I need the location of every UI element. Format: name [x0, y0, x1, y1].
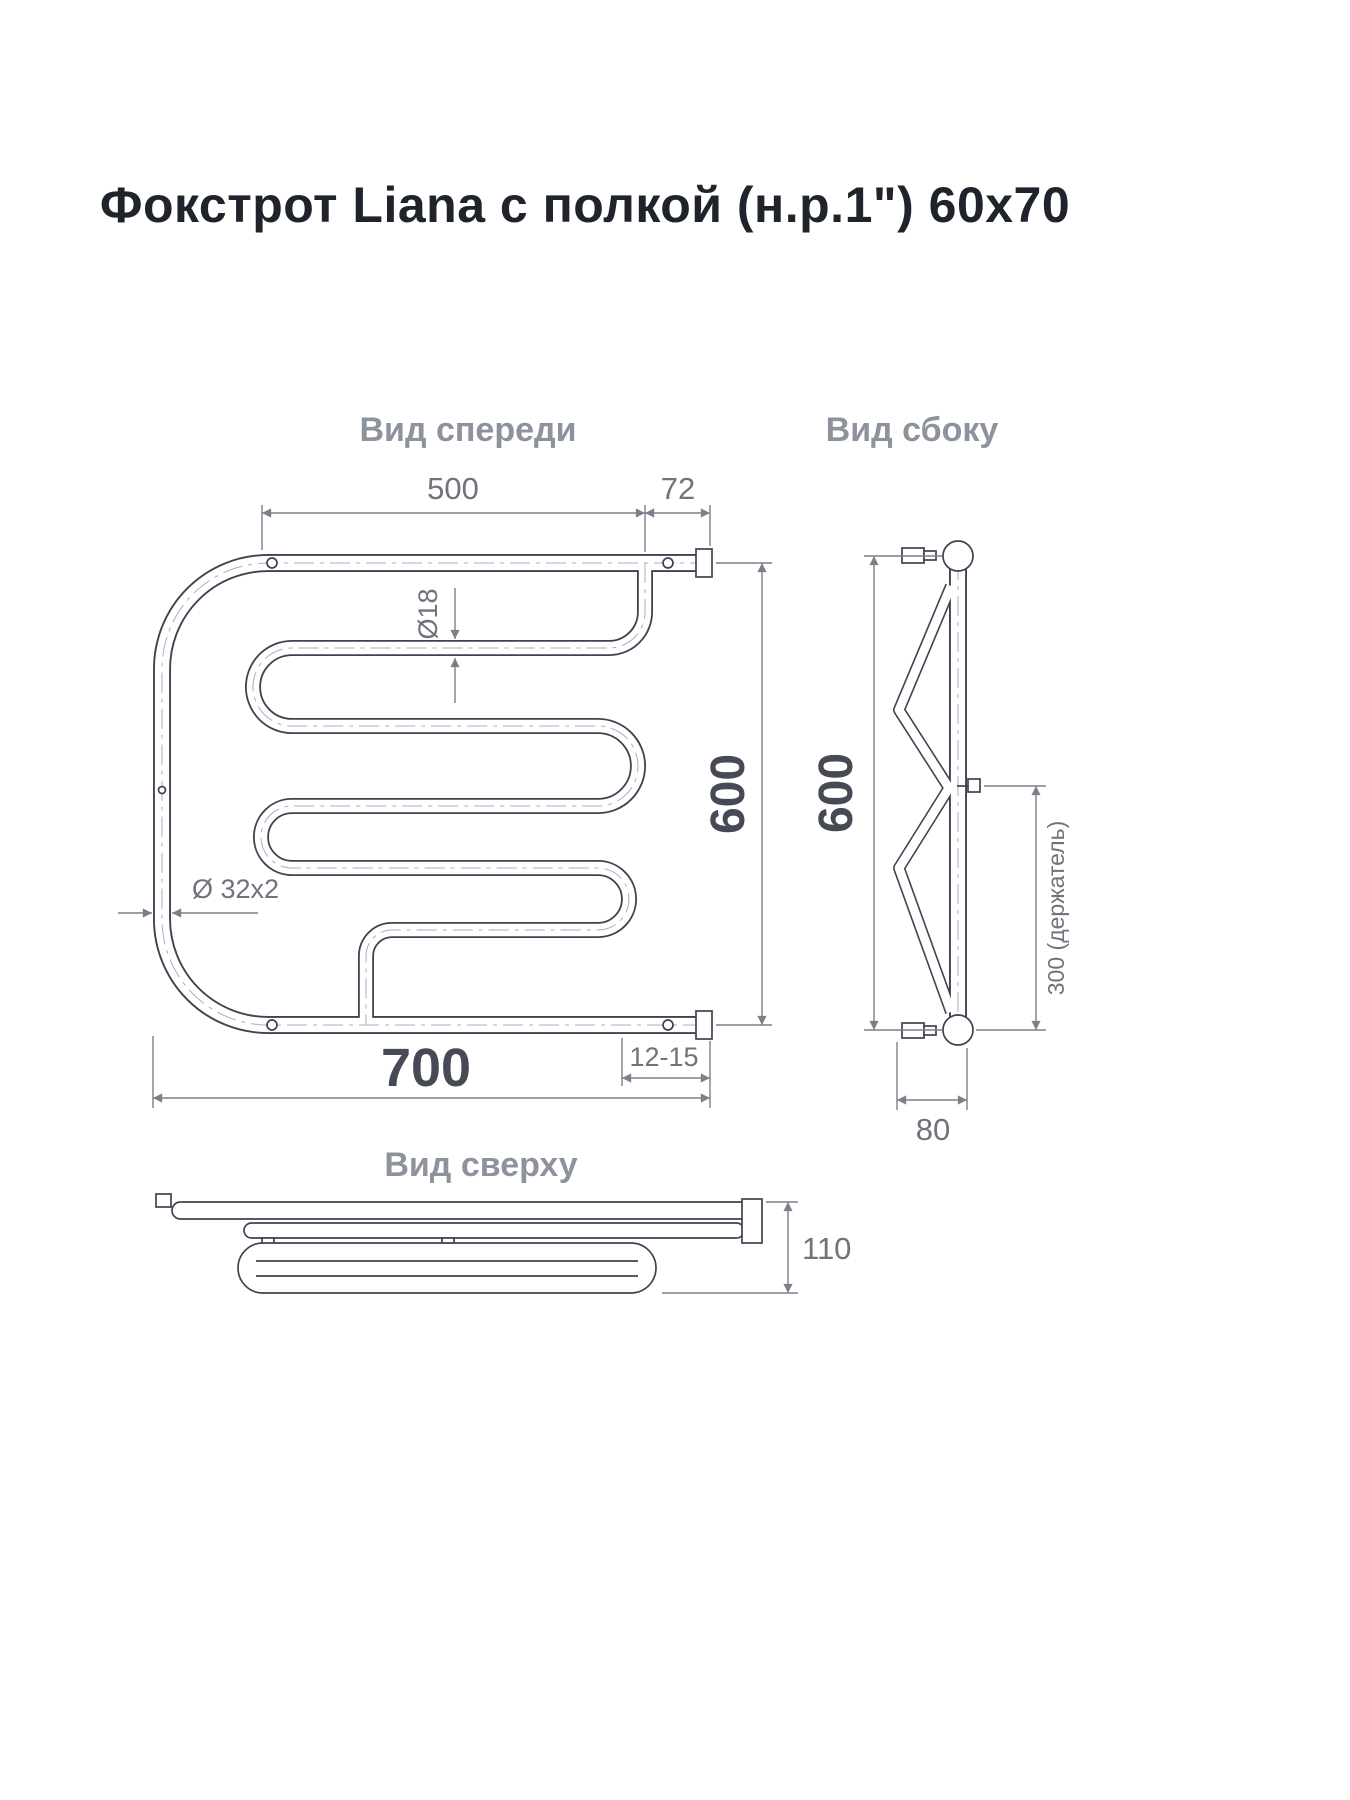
- dim-pipe-32: Ø 32x2: [192, 874, 279, 904]
- front-view-pipes: [157, 548, 713, 1040]
- side-view-label: Вид сбоку: [826, 411, 999, 449]
- side-view-dimensions: 600 300 (держатель) 80: [810, 555, 1069, 1147]
- weld-point: [157, 785, 167, 795]
- top-view: Вид сверху 110: [155, 1146, 851, 1294]
- top-rail-end-collar: [695, 548, 713, 578]
- top-rail-bar: [243, 1222, 745, 1239]
- bracket-pin: [662, 557, 674, 569]
- top-view-label: Вид сверху: [384, 1146, 577, 1184]
- top-view-dimensions: 110: [662, 1201, 851, 1294]
- dim-80: 80: [916, 1112, 950, 1147]
- serpentine-pipe-outline: [253, 563, 645, 1025]
- bracket-pin: [266, 1019, 278, 1031]
- top-view-pipes: [155, 1193, 763, 1294]
- dim-700: 700: [381, 1038, 471, 1098]
- side-view: Вид сбоку 600: [810, 411, 1069, 1147]
- dim-600-front: 600: [702, 754, 755, 834]
- shelf-bar: [171, 1201, 759, 1220]
- dim-pipe-18: Ø18: [413, 588, 443, 639]
- front-view-dimensions: 500 72 600 700 12-15 Ø18: [118, 471, 772, 1108]
- front-view-label: Вид спереди: [360, 411, 577, 449]
- dim-600-side: 600: [810, 753, 863, 833]
- serpentine-centerline: [252, 562, 646, 1026]
- bottom-rail-end-collar: [695, 1010, 713, 1040]
- rail-end-collar-top-view: [741, 1198, 763, 1244]
- dim-12-15: 12-15: [629, 1042, 698, 1072]
- shelf-bracket-left: [155, 1193, 172, 1208]
- serpentine-loop-outline: [237, 1242, 657, 1294]
- zigzag-pipe-fill: [899, 586, 951, 1012]
- bracket-pin: [266, 557, 278, 569]
- drawing-title: Фокстрот Liana с полкой (н.р.1") 60x70: [99, 177, 1071, 233]
- dim-110: 110: [802, 1231, 851, 1266]
- top-rail-section-circle: [942, 540, 974, 572]
- bottom-rail-section-circle: [942, 1014, 974, 1046]
- bracket-pin: [662, 1019, 674, 1031]
- dim-500: 500: [427, 471, 479, 506]
- dim-72: 72: [661, 471, 695, 506]
- serpentine-pipe-fill: [253, 563, 645, 1025]
- side-view-pipes: [899, 540, 981, 1046]
- dim-300-holder: 300 (держатель): [1043, 821, 1069, 995]
- holder-pin: [967, 778, 981, 793]
- front-view: Вид спереди: [118, 411, 772, 1108]
